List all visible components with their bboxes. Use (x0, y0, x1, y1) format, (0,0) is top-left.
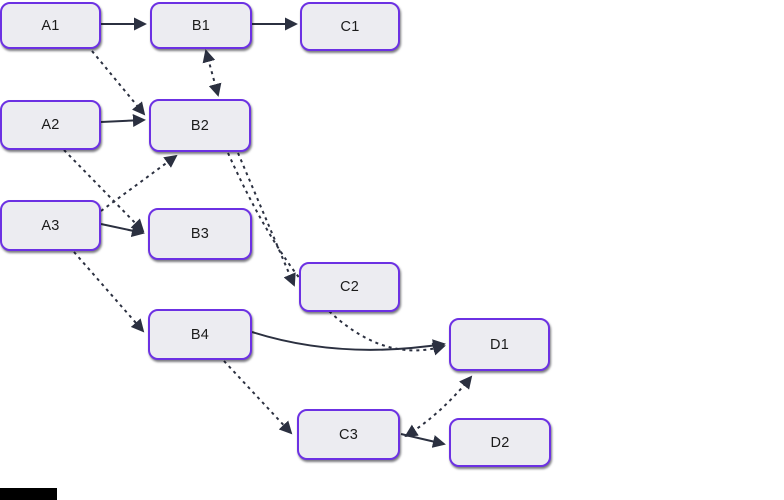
node-B4: B4 (148, 309, 252, 360)
edge-A3-B3 (100, 223, 145, 238)
edge-B4-D1 (251, 331, 446, 353)
node-label: C2 (340, 279, 359, 295)
node-A1: A1 (0, 2, 101, 49)
node-label: D1 (490, 336, 509, 353)
node-B3: B3 (148, 208, 252, 260)
edge-B1-B2 (202, 49, 222, 97)
node-label: B3 (190, 226, 210, 242)
bottom-left-black-bar (0, 488, 57, 500)
edge-B2-C2 (237, 152, 296, 287)
node-label: C3 (339, 426, 358, 443)
node-label: B2 (190, 117, 210, 134)
node-A3: A3 (0, 200, 101, 251)
edge-B2-D1 (227, 152, 446, 356)
node-label: A3 (41, 217, 60, 234)
node-C3: C3 (297, 409, 400, 460)
node-B1: B1 (150, 2, 252, 49)
node-B2: B2 (149, 99, 251, 152)
node-D2: D2 (449, 418, 551, 467)
node-label: B4 (190, 326, 210, 343)
node-label: A2 (41, 117, 60, 133)
node-D1: D1 (449, 318, 550, 371)
edge-A2-B3 (63, 149, 145, 233)
node-A2: A2 (0, 100, 101, 150)
edge-A3-B2 (100, 154, 178, 212)
node-C2: C2 (299, 262, 400, 312)
edge-A3-B4 (73, 251, 145, 333)
node-label: B1 (191, 17, 211, 34)
edge-B4-C3 (223, 360, 293, 435)
edge-C3-D1 (404, 375, 473, 438)
edge-A2-B2 (100, 114, 146, 128)
node-label: A1 (41, 17, 60, 34)
node-label: C1 (340, 18, 360, 35)
node-label: D2 (490, 434, 510, 451)
edge-C3-D2 (400, 433, 446, 448)
node-C1: C1 (300, 2, 400, 51)
